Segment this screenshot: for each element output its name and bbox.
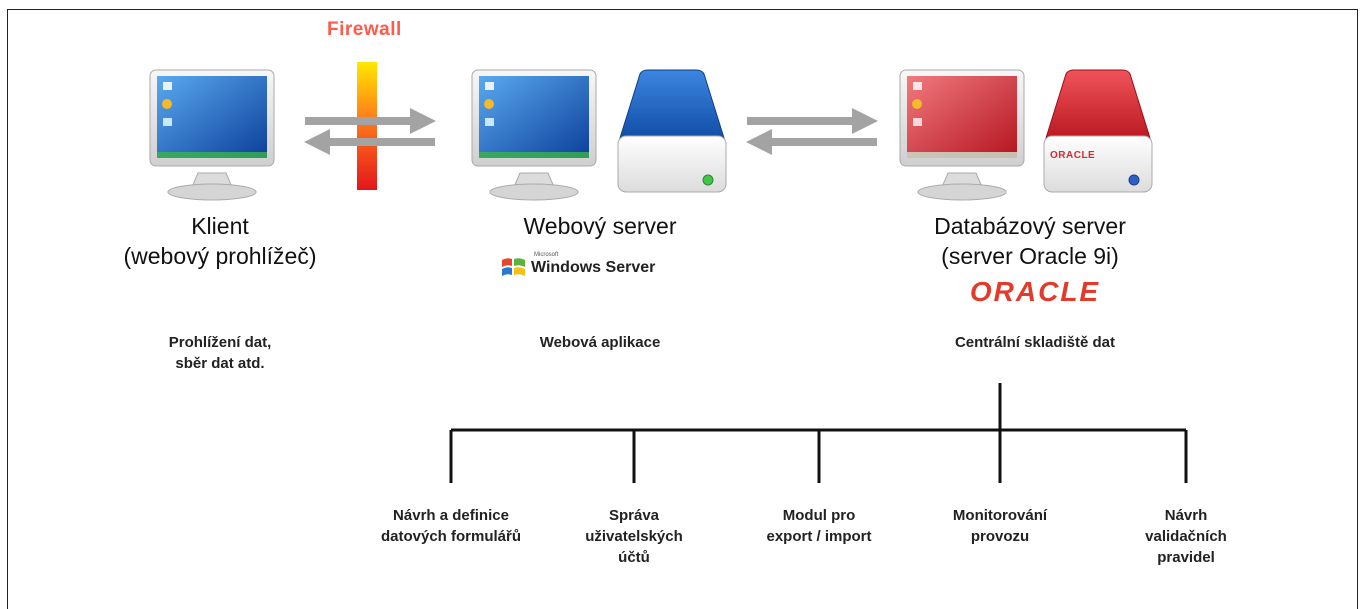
client-monitor-icon <box>149 69 275 201</box>
arrow-left <box>304 129 435 155</box>
arrow-right <box>747 108 878 134</box>
module-line: Návrh a definice <box>393 507 509 524</box>
oracle-logo: ORACLE <box>969 276 1101 307</box>
module-line: Modul pro <box>782 507 856 524</box>
client-title-line1: Klient <box>191 213 249 239</box>
module-user-accounts: Správa uživatelských účtů <box>544 505 724 568</box>
arrows-client-web <box>304 108 436 155</box>
arrow-left <box>746 129 877 155</box>
arrow-right <box>305 108 436 134</box>
firewall-label: Firewall <box>327 19 402 40</box>
windows-server-logo: Microsoft Windows Server <box>500 250 700 280</box>
db-server-title-line2: (server Oracle 9i) <box>941 243 1119 269</box>
web-server-description: Webová aplikace <box>539 334 661 351</box>
module-line: Návrh <box>1164 507 1208 524</box>
module-line: validačních <box>1145 528 1227 545</box>
module-tree-lines <box>449 383 1188 483</box>
module-form-design: Návrh a definice datových formulářů <box>351 505 551 547</box>
db-server-drive-icon <box>1043 69 1153 193</box>
web-server-monitor-icon <box>471 69 597 201</box>
module-line: export / import <box>766 528 872 545</box>
client-desc-line2: sběr dat atd. <box>175 355 265 372</box>
module-line: uživatelských <box>585 528 683 545</box>
db-server-monitor-icon <box>899 69 1025 201</box>
module-line: provozu <box>970 528 1030 545</box>
db-server-description: Centrální skladiště dat <box>954 334 1116 351</box>
drive-oracle-label: ORACLE <box>1050 150 1096 161</box>
web-server-drive-icon <box>617 69 727 193</box>
client-description: Prohlížení dat, sběr dat atd. <box>110 332 330 374</box>
module-line: účtů <box>618 549 650 566</box>
microsoft-small-text: Microsoft <box>534 252 559 258</box>
module-export-import: Modul pro export / import <box>729 505 909 547</box>
windows-server-text: Windows Server <box>531 259 656 276</box>
client-title-line2: (webový prohlížeč) <box>123 243 317 269</box>
module-line: Správa <box>608 507 660 524</box>
web-server-title: Webový server <box>523 213 677 239</box>
db-server-title-line1: Databázový server <box>934 213 1126 239</box>
client-title: Klient (webový prohlížeč) <box>100 211 340 271</box>
windows-flag-icon <box>502 258 525 276</box>
module-validation-rules: Návrh validačních pravidel <box>1106 505 1266 568</box>
arrows-web-db <box>746 108 878 155</box>
module-line: pravidel <box>1157 549 1215 566</box>
diagram-frame <box>7 9 1358 609</box>
module-monitoring: Monitorování provozu <box>910 505 1090 547</box>
db-server-title: Databázový server (server Oracle 9i) <box>900 211 1160 271</box>
client-desc-line1: Prohlížení dat, <box>168 334 272 351</box>
firewall-bar <box>357 62 377 190</box>
module-line: datových formulářů <box>380 528 522 545</box>
module-line: Monitorování <box>952 507 1048 524</box>
